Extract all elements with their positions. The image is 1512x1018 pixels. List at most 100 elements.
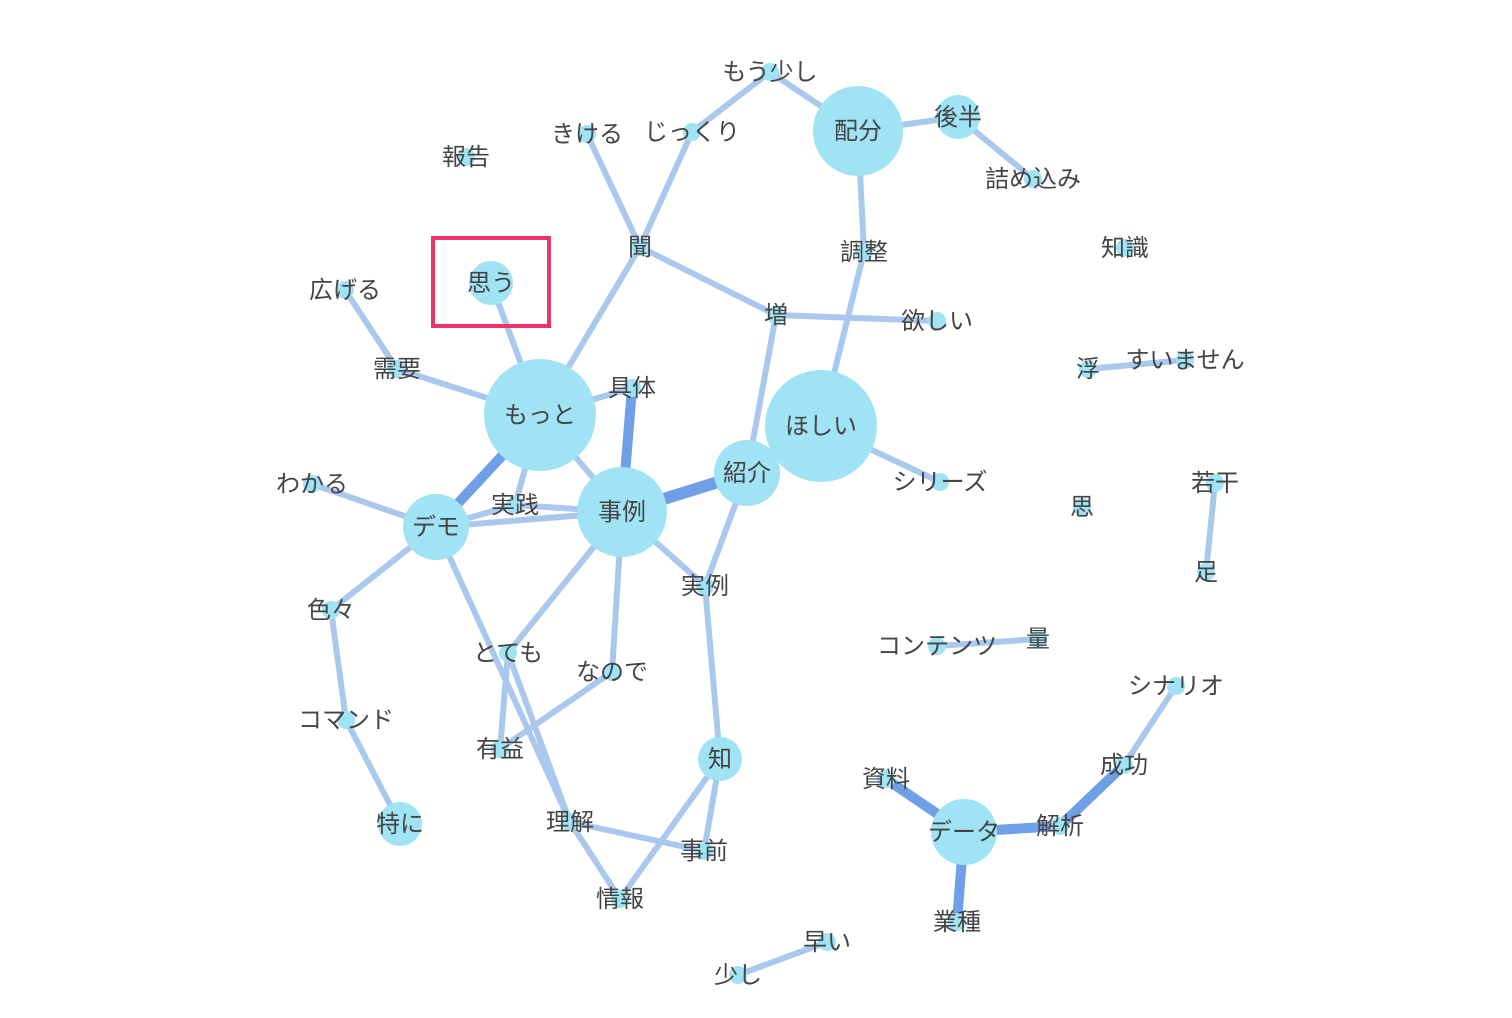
- edge-浮-すいません: [1085, 357, 1188, 372]
- node-資料[interactable]: [877, 770, 895, 788]
- node-label-思う: 思う: [467, 269, 515, 297]
- node-label-じっくり: じっくり: [644, 118, 740, 146]
- edge-理解-情報: [567, 819, 623, 902]
- node-欲しい[interactable]: [928, 312, 946, 330]
- node-label-きける: きける: [551, 120, 623, 148]
- node-label-有益: 有益: [476, 735, 524, 763]
- node-紹介[interactable]: [714, 440, 780, 506]
- node-label-具体: 具体: [608, 374, 656, 402]
- node-デモ[interactable]: [403, 494, 469, 560]
- node-label-事前: 事前: [680, 837, 728, 865]
- node-早い[interactable]: [818, 933, 836, 951]
- node-label-業種: 業種: [933, 908, 981, 936]
- node-色々[interactable]: [322, 601, 340, 619]
- node-理解[interactable]: [561, 813, 579, 831]
- node-業種[interactable]: [948, 913, 966, 931]
- node-ほしい[interactable]: [765, 370, 877, 482]
- edge-若干-足: [1203, 480, 1218, 575]
- node-なので[interactable]: [603, 663, 621, 681]
- node-コマンド[interactable]: [337, 711, 355, 729]
- node-広げる[interactable]: [336, 281, 354, 299]
- node-少し[interactable]: [729, 966, 747, 984]
- node-label-資料: 資料: [862, 765, 910, 793]
- node-label-紹介: 紹介: [723, 459, 771, 487]
- node-シナリオ[interactable]: [1167, 677, 1185, 695]
- node-label-増: 増: [764, 301, 788, 329]
- node-もう少し[interactable]: [761, 63, 779, 81]
- node-成功[interactable]: [1115, 756, 1133, 774]
- node-思[interactable]: [1073, 498, 1091, 516]
- node-label-情報: 情報: [596, 885, 644, 913]
- node-とても[interactable]: [499, 644, 517, 662]
- node-label-成功: 成功: [1100, 751, 1148, 779]
- node-label-理解: 理解: [546, 808, 594, 836]
- node-label-デモ: デモ: [412, 513, 460, 541]
- node-特に[interactable]: [378, 802, 422, 846]
- node-label-コンテンツ: コンテンツ: [877, 632, 997, 660]
- node-label-量: 量: [1026, 625, 1050, 653]
- node-すいません[interactable]: [1176, 351, 1194, 369]
- edge-きける-聞: [584, 131, 643, 250]
- edge-理解-事前: [567, 819, 707, 854]
- edge-知-情報: [617, 756, 723, 902]
- node-label-広げる: 広げる: [309, 276, 381, 304]
- node-label-事例: 事例: [598, 498, 646, 526]
- node-実例[interactable]: [696, 577, 714, 595]
- node-きける[interactable]: [578, 125, 596, 143]
- node-知[interactable]: [698, 737, 742, 781]
- node-label-欲しい: 欲しい: [901, 307, 973, 335]
- node-もっと[interactable]: [484, 359, 596, 471]
- node-事前[interactable]: [695, 842, 713, 860]
- node-label-解析: 解析: [1036, 812, 1084, 840]
- node-label-データ: データ: [928, 818, 1000, 846]
- node-浮[interactable]: [1079, 360, 1097, 378]
- node-label-実践: 実践: [491, 491, 539, 519]
- node-label-知: 知: [708, 745, 732, 773]
- node-シリーズ[interactable]: [931, 473, 949, 491]
- node-layer: [303, 63, 1224, 984]
- edge-色々-コマンド: [328, 607, 349, 723]
- node-足[interactable]: [1197, 563, 1215, 581]
- node-label-知識: 知識: [1101, 234, 1149, 262]
- highlight-box: [431, 236, 551, 328]
- node-後半[interactable]: [936, 95, 980, 139]
- node-label-色々: 色々: [307, 596, 355, 624]
- node-解析[interactable]: [1051, 817, 1069, 835]
- node-label-思: 思: [1070, 493, 1094, 521]
- node-思う[interactable]: [469, 261, 513, 305]
- node-若干[interactable]: [1206, 474, 1224, 492]
- node-label-調整: 調整: [840, 238, 888, 266]
- edge-なので-有益: [497, 669, 615, 752]
- node-label-少し: 少し: [714, 961, 762, 989]
- node-聞[interactable]: [631, 238, 649, 256]
- node-増[interactable]: [767, 306, 785, 324]
- node-有益[interactable]: [491, 740, 509, 758]
- edge-じっくり-聞: [637, 129, 695, 250]
- node-label-配分: 配分: [834, 117, 882, 145]
- node-具体[interactable]: [623, 379, 641, 397]
- node-報告[interactable]: [457, 148, 475, 166]
- node-label-早い: 早い: [803, 928, 851, 956]
- edge-増-欲しい: [773, 312, 940, 324]
- node-label-シナリオ: シナリオ: [1128, 672, 1224, 700]
- node-わかる[interactable]: [303, 475, 321, 493]
- node-詰め込み[interactable]: [1024, 170, 1042, 188]
- node-label-詰め込み: 詰め込み: [985, 165, 1081, 193]
- node-調整[interactable]: [855, 243, 873, 261]
- node-事例[interactable]: [577, 467, 667, 557]
- edge-とても-有益: [497, 650, 511, 752]
- node-label-実例: 実例: [681, 572, 729, 600]
- node-じっくり[interactable]: [683, 123, 701, 141]
- node-データ[interactable]: [931, 799, 997, 865]
- node-需要[interactable]: [388, 360, 406, 378]
- node-知識[interactable]: [1116, 239, 1134, 257]
- node-コンテンツ[interactable]: [928, 637, 946, 655]
- node-実践[interactable]: [506, 496, 524, 514]
- node-量[interactable]: [1029, 630, 1047, 648]
- node-配分[interactable]: [813, 86, 903, 176]
- node-label-足: 足: [1194, 558, 1218, 586]
- node-情報[interactable]: [611, 890, 629, 908]
- edge-コンテンツ-量: [934, 636, 1041, 649]
- edge-成功-解析: [1055, 760, 1129, 831]
